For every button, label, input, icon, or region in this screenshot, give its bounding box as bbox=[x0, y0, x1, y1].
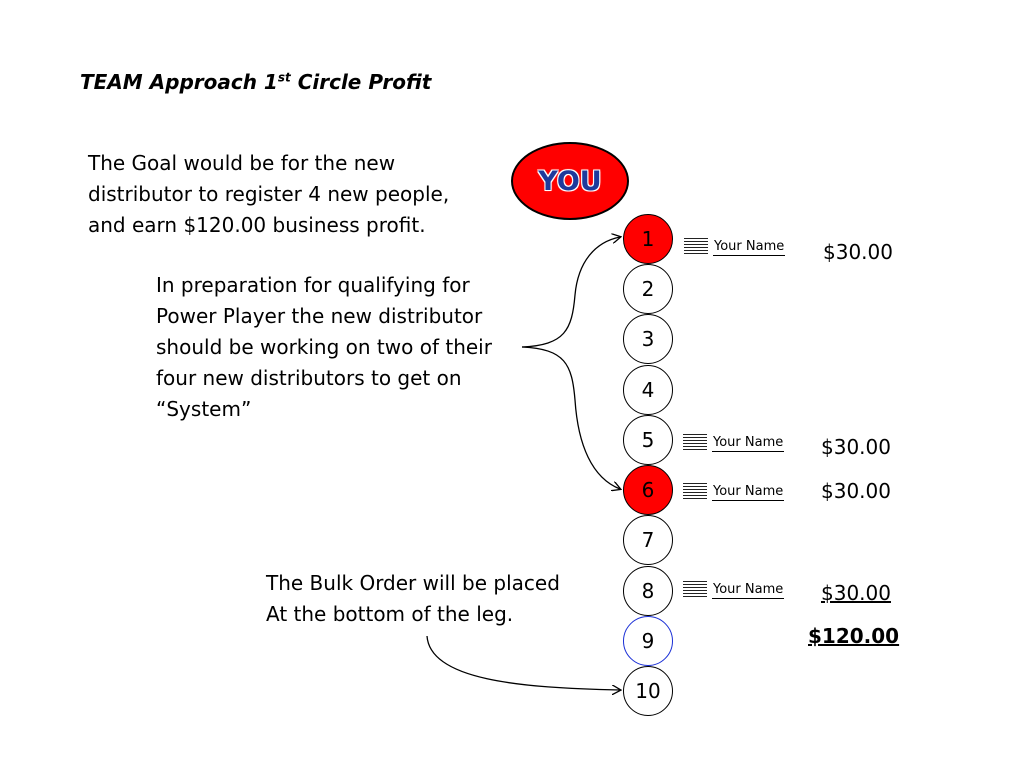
your-name-label-node-8: Your Name bbox=[712, 582, 785, 599]
node-4: 4 bbox=[623, 365, 673, 415]
amount-node-5: $30.00 bbox=[821, 435, 891, 459]
node-8: 8 bbox=[623, 566, 673, 616]
brace-arrow-to-node-6 bbox=[521, 346, 620, 489]
node-6: 6 bbox=[623, 465, 673, 515]
goal-text: The Goal would be for the new distributo… bbox=[88, 151, 450, 237]
bulk-order-text: The Bulk Order will be placed At the bot… bbox=[266, 571, 560, 626]
your-name-label-node-6: Your Name bbox=[712, 484, 785, 501]
node-3: 3 bbox=[623, 314, 673, 364]
amount-node-1: $30.00 bbox=[823, 240, 893, 264]
bulk-arrow-to-node-10 bbox=[426, 635, 620, 690]
you-oval: YOU bbox=[511, 142, 629, 220]
list-lines-icon bbox=[683, 581, 707, 597]
node-7: 7 bbox=[623, 515, 673, 565]
your-name-label-node-5: Your Name bbox=[712, 435, 785, 452]
amount-node-6: $30.00 bbox=[821, 479, 891, 503]
list-lines-icon bbox=[683, 434, 707, 450]
node-2: 2 bbox=[623, 264, 673, 314]
your-name-label-node-1: Your Name bbox=[713, 239, 786, 256]
node-1: 1 bbox=[623, 214, 673, 264]
brace-arrow-to-node-1 bbox=[521, 237, 620, 348]
node-5: 5 bbox=[623, 415, 673, 465]
total-amount: $120.00 bbox=[808, 624, 900, 648]
list-lines-icon bbox=[684, 238, 708, 254]
amount-node-8: $30.00 bbox=[821, 581, 891, 605]
node-9: 9 bbox=[623, 616, 673, 666]
you-label: YOU bbox=[538, 165, 602, 197]
preparation-text: In preparation for qualifying for Power … bbox=[156, 273, 492, 421]
page-title: TEAM Approach 1st Circle Profit bbox=[80, 70, 432, 94]
node-10: 10 bbox=[623, 666, 673, 716]
list-lines-icon bbox=[683, 483, 707, 499]
